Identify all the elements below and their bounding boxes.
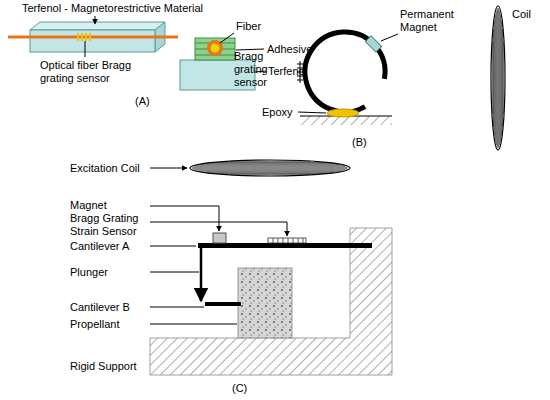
panel-label: (C) [232,382,247,395]
part-label: Cantilever A [70,240,129,253]
fiber-core [211,44,220,53]
part-label: Permanent Magnet [400,8,462,34]
leader-line [236,49,264,50]
panel-label: (B) [352,136,367,149]
epoxy-bead [327,109,359,117]
part-label: Rigid Support [70,360,137,373]
cantilever-b [205,302,241,306]
coil [491,6,505,150]
part-label: Bragg Grating Strain Sensor [70,212,148,238]
leader-line [298,112,326,113]
leader-line [220,33,234,43]
part-label: Cantilever B [70,301,130,314]
part-label: Bragg grating sensor [234,50,294,89]
adhesive-layer [195,38,235,60]
part-label: Excitation Coil [70,162,140,175]
part-label: Terfenol [268,65,307,78]
part-label: Terfenol - Magnetorestrictive Material [22,2,203,15]
part-label: Coil [512,8,531,21]
part-label: Propellant [70,318,120,331]
plunger [200,248,203,301]
part-label: Adhesive [267,43,312,56]
cantilever-a [198,243,372,248]
leader-line [95,16,96,24]
part-label: Magnet [70,199,107,212]
permanent-magnet [365,36,381,52]
leader-line [85,41,86,57]
propellant-block [238,268,292,338]
part-label: Fiber [236,20,261,33]
bragg-grating [78,33,90,41]
optical-fiber [8,36,178,39]
rigid-support [150,228,392,375]
part-label: Epoxy [262,106,293,119]
part-label: Plunger [70,266,108,279]
split-ring [305,32,385,112]
strain-sensor [268,238,306,243]
magnet-block [213,233,226,243]
excitation-coil [190,160,350,176]
panel-label: (A) [135,95,150,108]
leader-lines [150,168,287,324]
leader-line [381,34,398,41]
part-label: Optical fiber Bragg grating sensor [40,59,150,85]
